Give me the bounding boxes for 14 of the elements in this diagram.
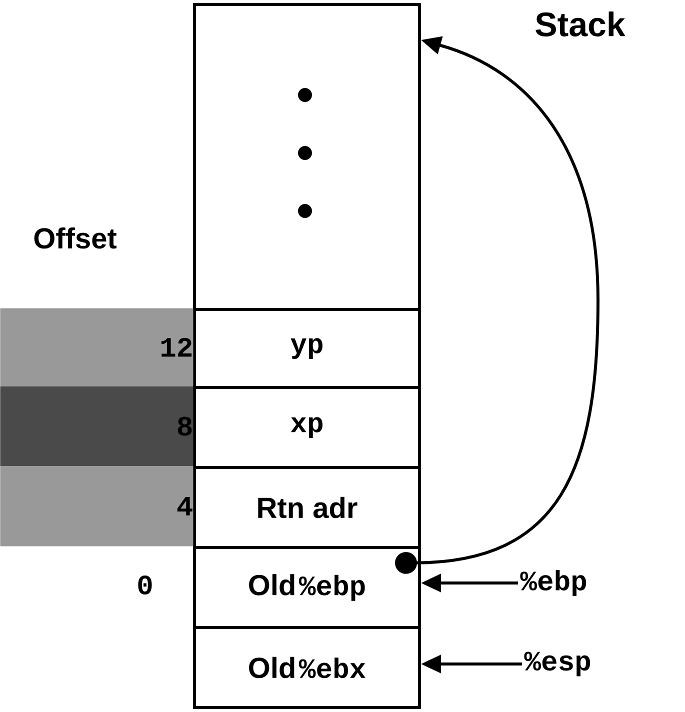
offset-band: 12 [0,308,194,386]
stack-cell: xp [193,386,421,469]
stack-cell: Old %ebp [193,546,421,629]
title: Stack [536,12,626,36]
offset-heading: Offset [34,227,117,249]
offset-value: 0 [138,576,152,594]
register-label: %esp [524,652,590,676]
stack-cell [193,3,421,311]
offset-band: 8 [0,386,194,466]
stack-cell: Old %ebx [193,626,421,709]
stack-cell: Rtn adr [193,466,421,549]
stack-cell: yp [193,308,421,389]
offset-band: 4 [0,466,194,546]
register-label: %ebp [520,570,586,596]
